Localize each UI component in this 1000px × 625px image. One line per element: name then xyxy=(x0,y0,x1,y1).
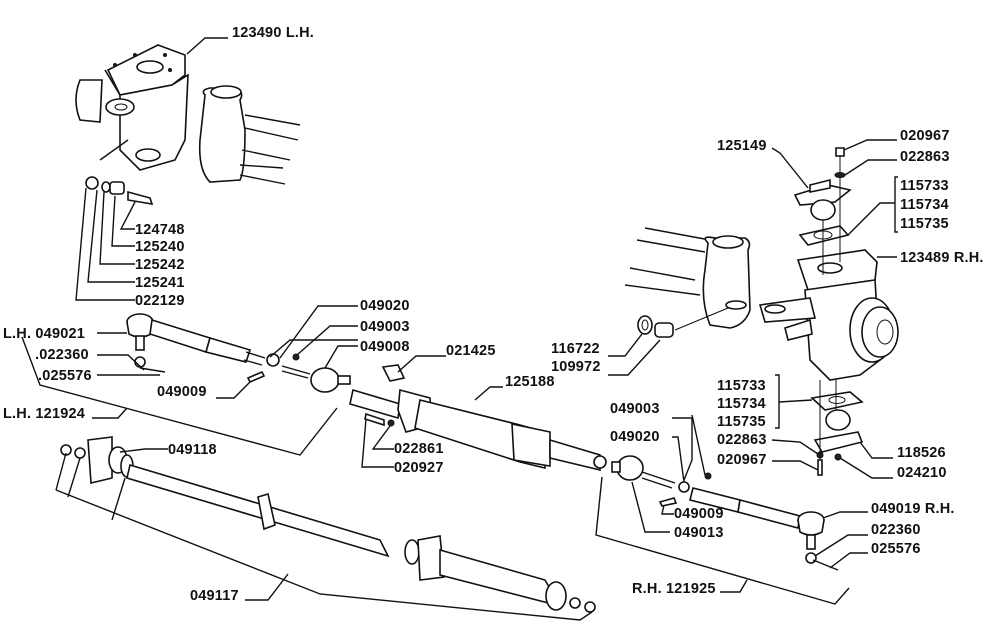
label-bot-115734: 115734 xyxy=(717,396,766,412)
label-rh-025576: 025576 xyxy=(871,541,921,557)
label-lh-025576: .025576 xyxy=(38,368,92,384)
label-rh-bot-020967: 020967 xyxy=(717,452,767,468)
label-lh-049021: L.H. 049021 xyxy=(3,326,85,342)
label-125240: 125240 xyxy=(135,239,185,255)
label-125242: 125242 xyxy=(135,257,185,273)
label-bot-115733: 115733 xyxy=(717,378,766,394)
label-123489-rh: 123489 R.H. xyxy=(900,250,984,266)
label-049117: 049117 xyxy=(190,588,239,604)
label-109972: 109972 xyxy=(551,359,601,375)
tie-rod-lh-drawing xyxy=(126,313,351,393)
label-rh-022360: 022360 xyxy=(871,522,921,538)
lower-balljoint-drawing xyxy=(810,380,864,476)
label-rh-049009: 049009 xyxy=(674,506,724,522)
label-rh-top-020967: 020967 xyxy=(900,128,950,144)
knuckle-rh-drawing xyxy=(758,249,899,381)
label-lh-121924: L.H. 121924 xyxy=(3,406,85,422)
label-top-115733: 115733 xyxy=(900,178,949,194)
label-049118: 049118 xyxy=(168,442,217,458)
label-lh-049020: 049020 xyxy=(360,298,410,314)
axle-beam-rh-drawing xyxy=(624,227,751,329)
label-116722: 116722 xyxy=(551,341,600,357)
label-024210: 024210 xyxy=(897,465,947,481)
shaft-drawing xyxy=(60,436,596,613)
upper-balljoint-drawing xyxy=(793,147,852,275)
label-top-115735: 115735 xyxy=(900,216,949,232)
damper-drawing xyxy=(349,364,607,472)
label-125241: 125241 xyxy=(135,275,185,291)
label-rh-049019: 049019 R.H. xyxy=(871,501,955,517)
label-bot-115735: 115735 xyxy=(717,414,766,430)
label-rh-bot-022863: 022863 xyxy=(717,432,767,448)
label-rh-049013: 049013 xyxy=(674,525,724,541)
label-lh-022360: .022360 xyxy=(35,347,89,363)
label-rh-121925: R.H. 121925 xyxy=(632,581,716,597)
label-022861: 022861 xyxy=(394,441,444,457)
label-lh-049008: 049008 xyxy=(360,339,410,355)
label-124748: 124748 xyxy=(135,222,185,238)
label-123490-lh: 123490 L.H. xyxy=(232,25,314,41)
pin-assembly-drawing xyxy=(85,176,154,206)
label-lh-049003: 049003 xyxy=(360,319,410,335)
label-125188: 125188 xyxy=(505,374,555,390)
label-118526: 118526 xyxy=(897,445,946,461)
label-rh-top-022863: 022863 xyxy=(900,149,950,165)
label-rh-049003: 049003 xyxy=(610,401,660,417)
label-top-115734: 115734 xyxy=(900,197,949,213)
tie-rod-rh-drawing xyxy=(611,455,839,571)
label-020927: 020927 xyxy=(394,460,444,476)
bush-drawing xyxy=(637,307,729,338)
knuckle-lh-drawing xyxy=(75,44,189,171)
label-rh-049020: 049020 xyxy=(610,429,660,445)
label-021425: 021425 xyxy=(446,343,496,359)
label-125149: 125149 xyxy=(717,138,767,154)
label-lh-049009: 049009 xyxy=(157,384,207,400)
axle-beam-lh-drawing xyxy=(198,85,301,185)
label-022129: 022129 xyxy=(135,293,185,309)
